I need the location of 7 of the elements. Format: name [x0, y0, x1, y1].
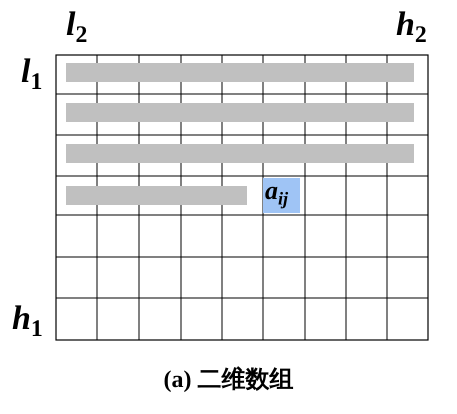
- caption: (a) 二维数组: [162, 368, 294, 392]
- element-label: a$_{ij}$: [265, 178, 288, 208]
- highlighted-cell: [263, 178, 300, 213]
- axis-bound-label: h$_{1}$: [12, 302, 43, 342]
- axis-bound-label: l$_{1}$: [21, 55, 42, 95]
- axis-bound-label: l$_{2}$: [66, 8, 88, 48]
- axis-bound-label: h$_{2}$: [396, 8, 427, 48]
